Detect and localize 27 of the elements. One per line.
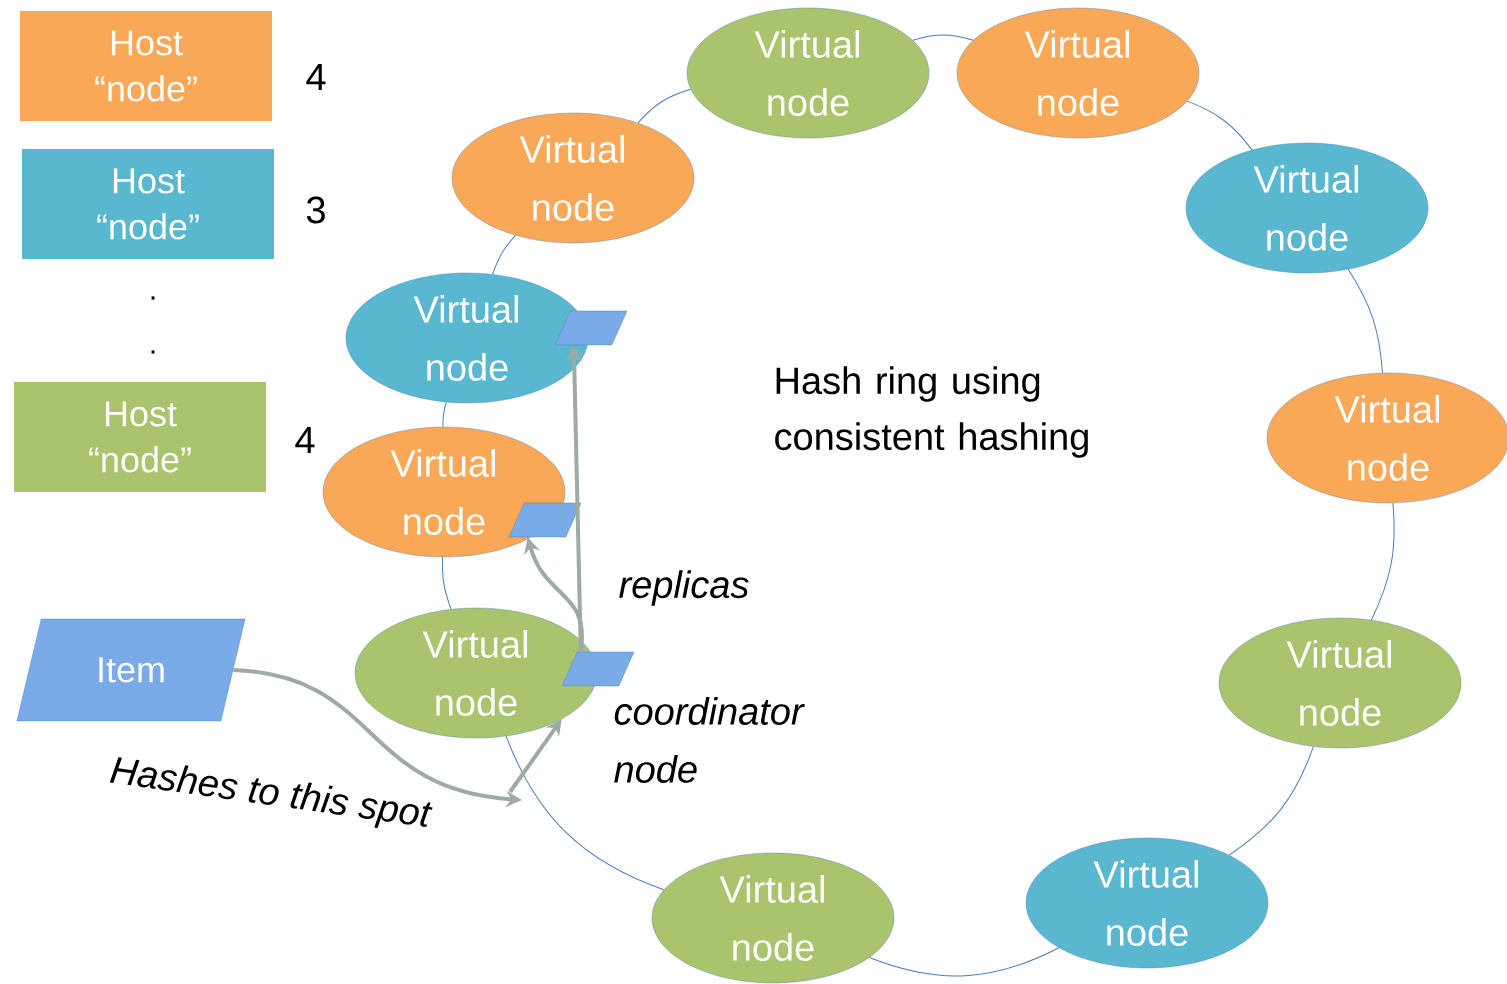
replicas-label: replicas (619, 570, 749, 606)
ring-arc (637, 88, 692, 124)
host-box: Host “node” (22, 149, 274, 259)
ring-arc (1228, 746, 1314, 856)
dot-mark: . (151, 350, 155, 354)
ring-arc (1347, 268, 1383, 374)
ring-arc (1186, 100, 1253, 151)
coordinator-label: coordinator node (614, 697, 805, 783)
hash-label: Hashes to this spot (109, 757, 433, 828)
item-parallelogram: Item (16, 618, 246, 722)
marker-box (508, 502, 582, 538)
ring-title: Hash ring using consistent hashing (775, 366, 1088, 458)
host-box: Host “node” (14, 382, 266, 492)
ring-arc (868, 947, 1060, 977)
marker-box (561, 651, 635, 687)
ring-arc (441, 556, 452, 610)
host-box: Host “node” (20, 11, 272, 121)
count-number: 4 (295, 426, 315, 454)
count-number: 4 (306, 63, 326, 91)
ring-arc (492, 234, 516, 275)
ring-arc (1370, 502, 1395, 621)
marker-box (554, 310, 628, 346)
count-number: 3 (306, 196, 325, 224)
ring-arc (912, 34, 974, 41)
dot-mark: . (151, 296, 155, 300)
ring-arc (442, 401, 447, 428)
ring-arc (505, 735, 665, 891)
